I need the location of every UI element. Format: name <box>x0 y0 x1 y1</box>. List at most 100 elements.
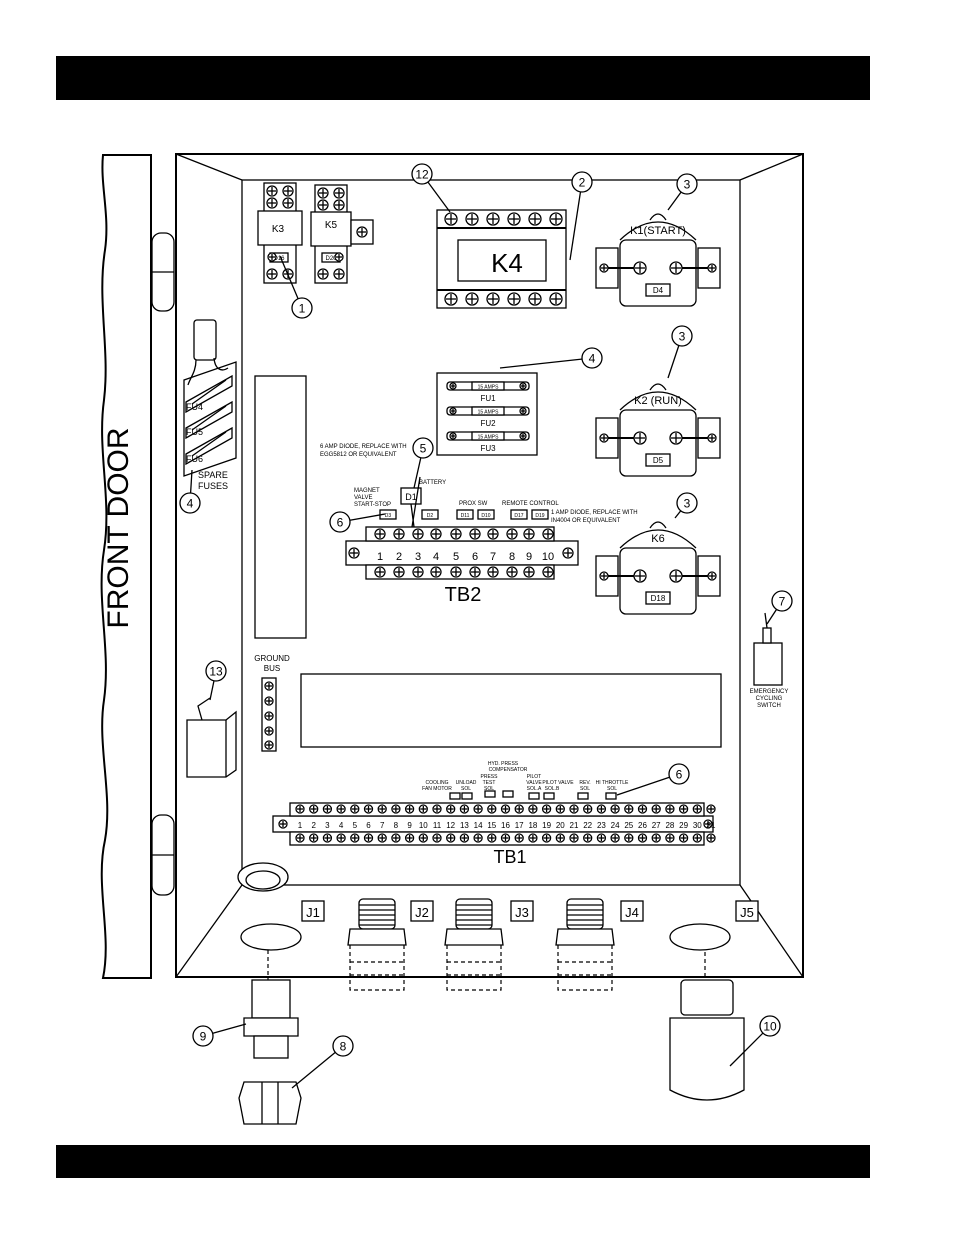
tb1-label: TB1 <box>493 847 526 867</box>
screw-icon <box>444 212 458 226</box>
emergency-label-3: SWITCH <box>757 703 781 709</box>
fuse-fu3-rating: 15 AMPS <box>478 435 500 441</box>
tb1-top-screw <box>528 804 538 814</box>
tb1-terminal-label: 17 <box>515 821 524 830</box>
callout-11: 7 <box>766 590 793 625</box>
threaded-fitting-j4 <box>555 898 615 991</box>
tb1-bottom-screw <box>336 833 346 843</box>
tb2-note-6amp-2: EGG5812 OR EQUIVALENT <box>320 452 397 458</box>
screw-icon <box>449 432 457 440</box>
relay-k3-label: K3 <box>272 224 285 235</box>
tb1-pilot-a-label-3: SOL.A <box>527 786 542 792</box>
fuse-fu1-rating: 15 AMPS <box>478 385 500 391</box>
tb2-terminal-label: 9 <box>526 551 532 563</box>
tb1-terminal-label: 10 <box>419 821 428 830</box>
callout-13: 6 <box>616 763 690 796</box>
tb1-top-screw <box>336 804 346 814</box>
tb1-terminal-label: 27 <box>652 821 661 830</box>
screw-icon <box>333 199 345 211</box>
callout-16-number: 10 <box>763 1020 777 1034</box>
callout-9-number: 6 <box>337 516 344 530</box>
tb2-diode-label: D3 <box>385 513 392 519</box>
tb2-terminal-label: 2 <box>396 551 402 563</box>
tb2-bottom-screw <box>374 566 386 578</box>
screw-icon <box>507 212 521 226</box>
callout-14-number: 9 <box>200 1030 207 1044</box>
tb1-bottom-screw <box>322 833 333 843</box>
screw-icon <box>549 292 563 306</box>
contactor-k1-diode-label: D4 <box>653 286 664 295</box>
jack-j5-label: J5 <box>740 905 754 920</box>
relay-k4-screws <box>444 212 563 306</box>
tb2-terminal-label: 4 <box>433 551 439 563</box>
tb2-top-screw <box>542 528 554 540</box>
screw-icon <box>528 212 542 226</box>
diode-d16-label: D16 <box>273 256 285 262</box>
tb2-diode-label: D19 <box>535 513 544 519</box>
tb1-hyd-label-1: HYD. PRESS <box>488 761 519 767</box>
tb1-cooling-label-1: COOLING <box>425 780 448 786</box>
tb2-top-screw <box>506 528 518 540</box>
screw-icon <box>317 199 329 211</box>
tb2-bottom-screw <box>450 566 462 578</box>
tb1-bottom-screw <box>555 833 565 843</box>
tb1-top-screw <box>404 804 415 814</box>
screw-icon <box>549 212 563 226</box>
callout-4: 1 <box>279 255 313 319</box>
tb1-top-screw <box>596 804 607 814</box>
tb1-press-label-1: PRESS <box>481 774 499 780</box>
fuse-fu2-rating: 15 AMPS <box>478 410 500 416</box>
tb1-terminal-label: 29 <box>679 821 688 830</box>
tb1-terminal-label: 21 <box>570 821 579 830</box>
screw-icon <box>444 292 458 306</box>
tb1-bottom-screw <box>500 833 511 843</box>
threaded-fitting-j3 <box>444 898 504 991</box>
ground-screw <box>264 740 274 750</box>
terminal-block-tb2: 6 AMP DIODE, REPLACE WITH EGG5812 OR EQU… <box>320 444 638 606</box>
ground-screw <box>264 726 274 736</box>
tb1-terminal-label: 19 <box>542 821 551 830</box>
tb1-unload-label-1: UNLOAD <box>456 780 477 786</box>
tb1-bottom-screw <box>377 833 387 843</box>
relay-screws <box>266 185 368 280</box>
callout-2-number: 2 <box>579 176 586 190</box>
tb1-bottom-screw <box>596 833 607 843</box>
jack-j1-label: J1 <box>306 905 320 920</box>
spare-fuse-holder: FU4 FU5 FU6 SPARE FUSES <box>183 319 237 491</box>
tb1-top-screw <box>637 804 648 814</box>
tb2-top-screw <box>430 528 442 540</box>
screw-icon <box>633 569 647 583</box>
tb2-bottom-screw <box>506 566 518 578</box>
tb2-diode-label: D17 <box>514 513 523 519</box>
screw-icon <box>333 268 345 280</box>
spare-fuse-fu6: FU6 <box>186 454 203 464</box>
tb1-bottom-screw <box>692 833 702 843</box>
tb1-top-screw <box>706 804 716 814</box>
callout-3-number: 3 <box>684 178 691 192</box>
tb1-terminal-label: 25 <box>624 821 633 830</box>
jack-j4: J4 <box>620 900 644 922</box>
tb1-terminal-label: 30 <box>693 821 702 830</box>
tb1-terminal-label: 28 <box>665 821 674 830</box>
callout-5: 4 <box>499 347 603 369</box>
tb1-rev-label-1: REV. <box>579 780 590 786</box>
tb2-bottom-screw <box>412 566 424 578</box>
tb1-top-screw <box>459 804 470 814</box>
tb1-pilot-b-label-1: PILOT VALVE <box>542 780 574 786</box>
tb1-top-screw <box>418 804 428 814</box>
callout-13-number: 6 <box>676 768 683 782</box>
tb1-terminal-label: 14 <box>474 821 483 830</box>
tb1-top-screw <box>473 804 483 814</box>
tb1-bottom-screw <box>651 833 661 843</box>
tb2-terminal-label: 3 <box>415 551 421 563</box>
tb1-terminal-label: 2 <box>311 821 316 830</box>
tb1-terminal-label: 6 <box>366 821 371 830</box>
tb1-bottom-screw <box>514 833 524 843</box>
tb2-diode-label: D2 <box>427 513 434 519</box>
tb1-terminal-label: 8 <box>394 821 399 830</box>
tb1-top-screw <box>391 804 401 814</box>
header-bar <box>56 56 870 100</box>
tb1-top-screw <box>678 804 689 814</box>
tb1-bottom-screw <box>541 833 552 843</box>
